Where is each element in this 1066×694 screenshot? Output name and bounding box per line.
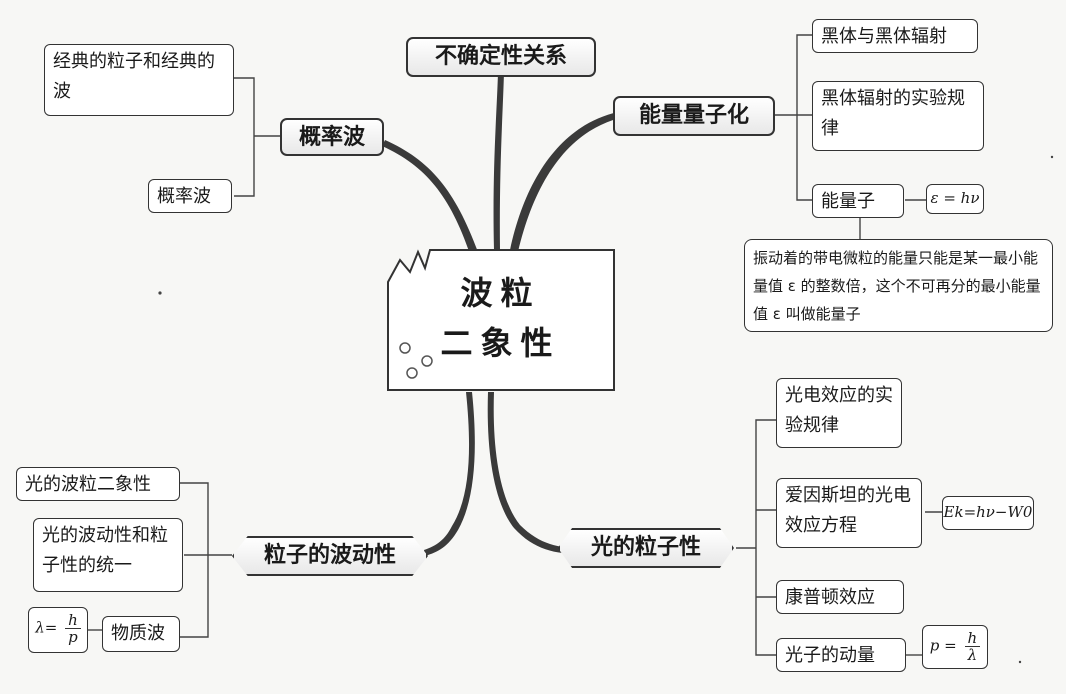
node-quantum[interactable]: 能量子 — [812, 184, 904, 218]
node-classical[interactable]: 经典的粒子和经典的波 — [44, 44, 234, 116]
branch-particle-wave — [424, 392, 475, 556]
branch-probability — [382, 140, 478, 254]
node-wave-particle-duality[interactable]: 光的波粒二象性 — [16, 467, 180, 501]
connector-lines — [88, 34, 942, 656]
center-card — [387, 249, 615, 391]
center-title-line2: 二象性 — [440, 324, 561, 362]
formula-matter-wave-frac: h p — [65, 612, 81, 645]
formula-matter-wave-lhs: λ= — [35, 618, 58, 637]
note-energy-quantum: 振动着的带电微粒的能量只能是某一最小能量值 ε 的整数倍，这个不可再分的最小能量… — [744, 239, 1053, 332]
formula-photon-momentum-lhs: p = — [929, 636, 957, 655]
node-wave-particle-unity[interactable]: 光的波动性和粒子性的统一 — [33, 518, 183, 592]
node-blackbody-law[interactable]: 黑体辐射的实验规律 — [812, 81, 984, 151]
node-blackbody[interactable]: 黑体与黑体辐射 — [812, 19, 978, 53]
topic-uncertainty[interactable]: 不确定性关系 — [406, 37, 596, 77]
formula-matter-wave-den: p — [68, 628, 78, 646]
center-title-line1: 波粒 — [460, 274, 541, 312]
formula-einstein: Ek=hν−W0 — [942, 496, 1034, 530]
bracket-energy-quantization — [775, 34, 812, 201]
decor-dots — [158, 155, 1054, 664]
branches — [382, 72, 620, 556]
bracket-particle-wave — [180, 482, 232, 638]
topic-probability-wave[interactable]: 概率波 — [280, 118, 384, 156]
node-matter-wave[interactable]: 物质波 — [102, 616, 180, 652]
node-photon-momentum[interactable]: 光子的动量 — [776, 638, 906, 672]
topic-particle-wave[interactable]: 粒子的波动性 — [232, 536, 428, 576]
formula-photon-momentum-den: λ — [967, 646, 978, 664]
node-prob-wave[interactable]: 概率波 — [148, 179, 232, 213]
branch-uncertainty — [493, 72, 504, 250]
branch-light-particle — [487, 392, 580, 554]
formula-photon-momentum-frac: h λ — [964, 630, 981, 664]
center-bubbles — [399, 342, 433, 379]
formula-matter-wave-num: h — [65, 612, 81, 629]
branch-energy — [510, 112, 620, 252]
bracket-probability-wave — [234, 77, 282, 197]
formula-photon-momentum-num: h — [964, 630, 981, 647]
node-compton[interactable]: 康普顿效应 — [776, 580, 904, 614]
bracket-light-particle — [736, 419, 776, 656]
topic-light-particle[interactable]: 光的粒子性 — [558, 528, 734, 568]
formula-photon-momentum: p = h λ — [922, 625, 988, 669]
topic-energy-quantization[interactable]: 能量量子化 — [613, 96, 775, 136]
formula-epsilon: ε = hν — [926, 184, 984, 214]
node-photoelectric-law[interactable]: 光电效应的实验规律 — [776, 378, 902, 448]
formula-matter-wave: λ= h p — [28, 607, 88, 653]
node-einstein-equation[interactable]: 爱因斯坦的光电效应方程 — [776, 478, 922, 548]
center-title: 波粒 二象性 — [388, 268, 613, 368]
